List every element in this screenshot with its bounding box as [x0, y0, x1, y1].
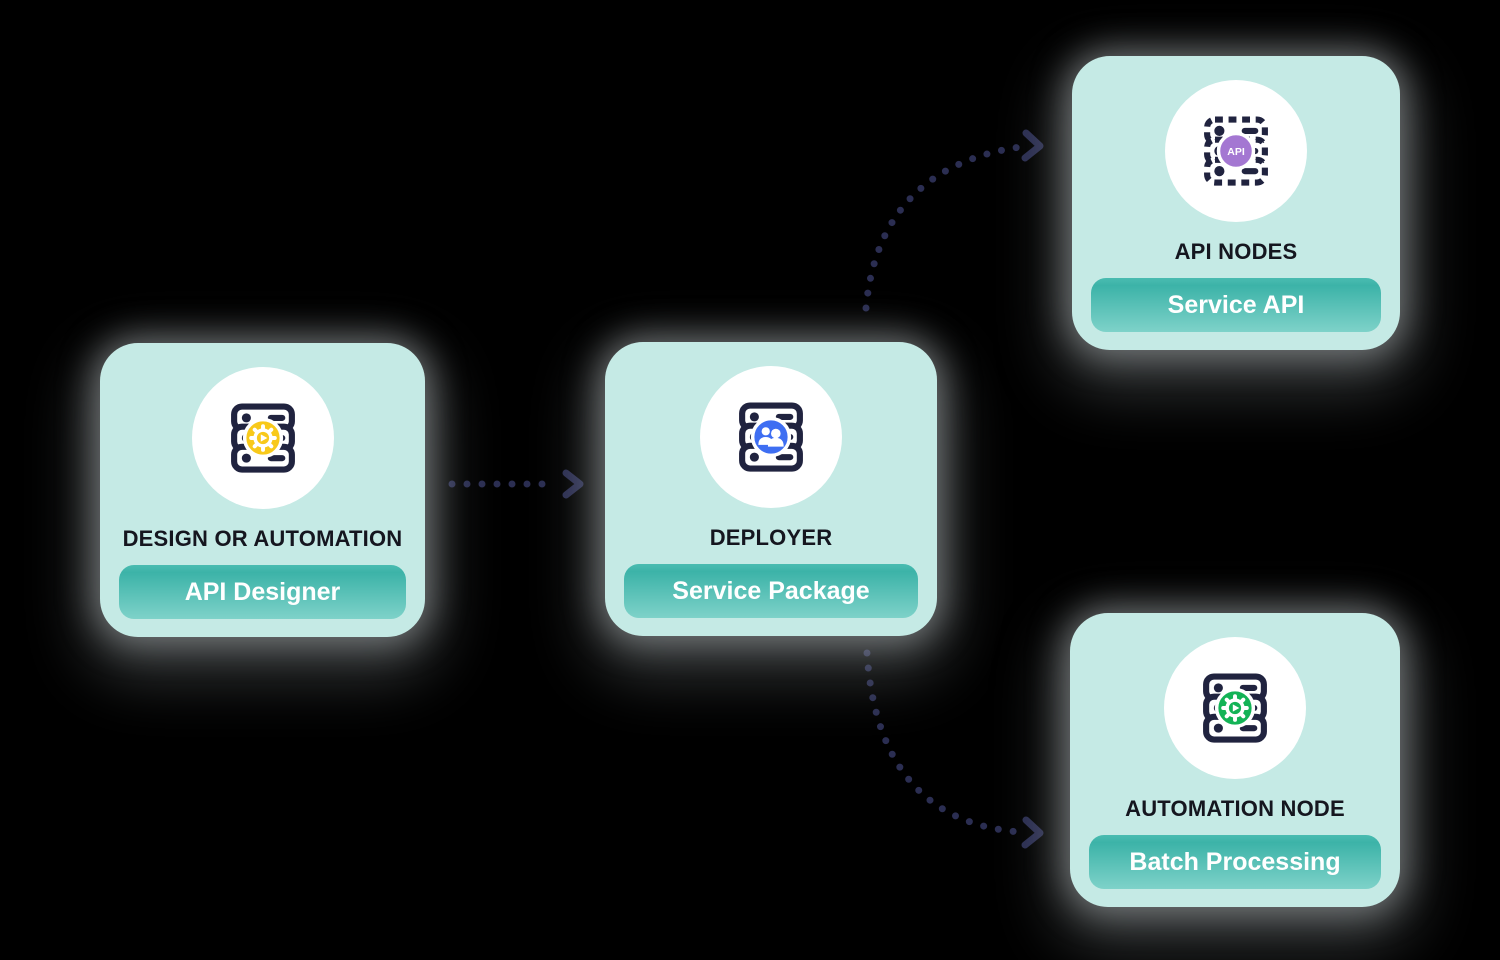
node-card-api-nodes: API API NODES Service API — [1072, 56, 1400, 350]
connector-deployer-to-automation-node — [863, 649, 1044, 849]
server-api-icon: API — [1204, 116, 1268, 186]
node-title: DESIGN OR AUTOMATION — [122, 526, 403, 551]
server-gear-icon — [1203, 673, 1267, 743]
connector-design-to-deployer — [448, 469, 584, 499]
node-card-automation: AUTOMATION NODE Batch Processing — [1070, 613, 1400, 907]
node-card-deployer: DEPLOYER Service Package — [605, 342, 937, 636]
users-glyph — [758, 427, 784, 447]
icon-circle — [191, 367, 334, 509]
icon-circle: API — [1165, 80, 1307, 222]
batch-processing-button[interactable]: Batch Processing — [1089, 835, 1381, 889]
server-users-icon — [739, 402, 803, 472]
node-title: DEPLOYER — [709, 525, 833, 550]
api-badge-label: API — [1227, 146, 1245, 158]
node-title: AUTOMATION NODE — [1125, 796, 1345, 821]
server-gear-icon — [230, 403, 295, 473]
api-designer-button[interactable]: API Designer — [119, 565, 406, 619]
node-card-design: DESIGN OR AUTOMATION API Designer — [100, 343, 425, 637]
icon-circle — [700, 366, 842, 508]
connector-deployer-to-api-nodes — [862, 129, 1044, 312]
node-title: API NODES — [1174, 239, 1298, 264]
service-package-button[interactable]: Service Package — [624, 564, 918, 618]
service-api-button[interactable]: Service API — [1091, 278, 1381, 332]
icon-circle — [1164, 637, 1306, 779]
